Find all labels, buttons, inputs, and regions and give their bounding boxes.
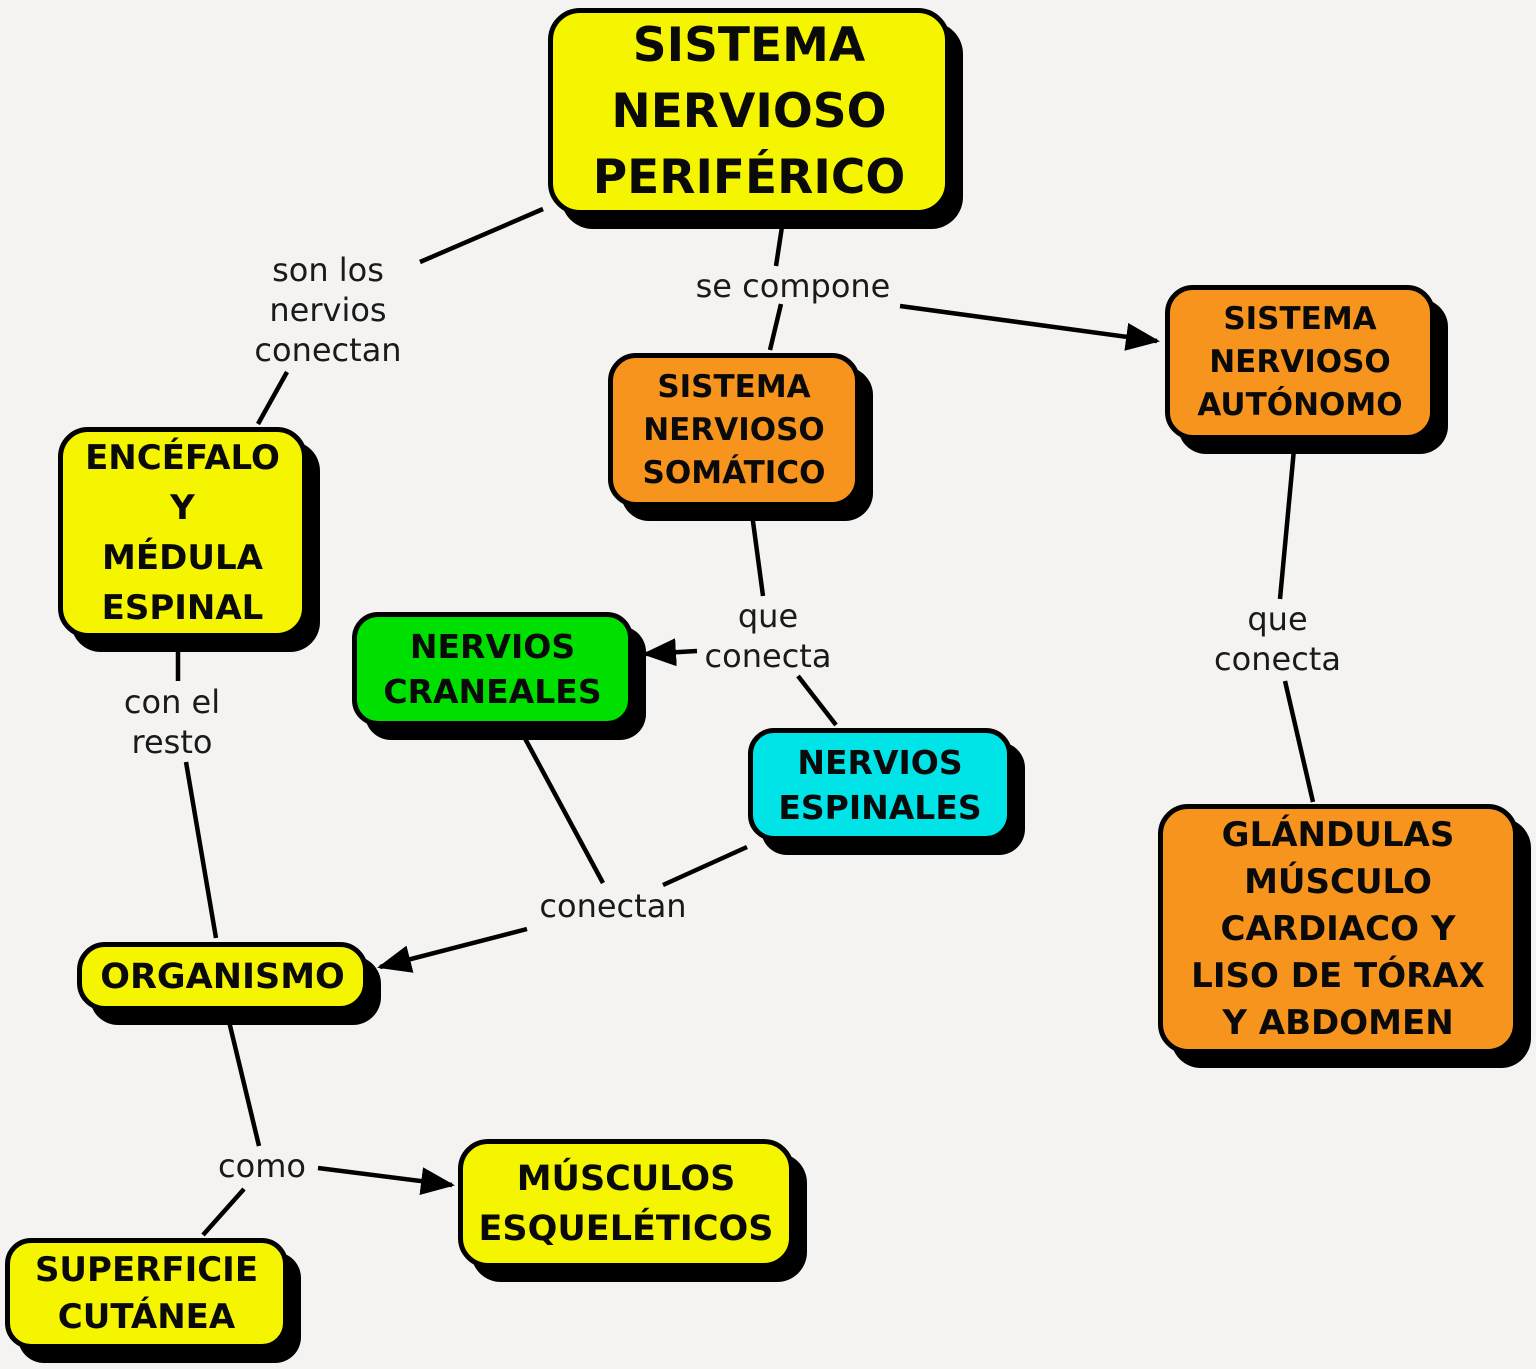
link-label-que-conecta-center: que conecta: [704, 597, 832, 675]
link-label-como: como: [218, 1147, 306, 1185]
link-label-conectan: conectan: [539, 887, 687, 925]
node-sistema-nervioso-periferico: SISTEMA NERVIOSO PERIFÉRICO: [548, 8, 950, 215]
edge-nervios-espinales-to-conectan: [662, 844, 748, 888]
edge-son-los-nervios-conectan-to-encefalo-y-medula-espinal: [256, 370, 289, 426]
node-nervios-espinales: NERVIOS ESPINALES: [748, 728, 1012, 841]
link-label-se-compone: se compone: [695, 267, 891, 305]
node-organismo: ORGANISMO: [77, 942, 368, 1011]
edge-se-compone-to-sistema-nervioso-autonomo: [899, 303, 1160, 351]
edge-que-conecta-center-to-nervios-espinales: [796, 674, 838, 727]
link-label-con-el-resto: con el resto: [123, 683, 221, 761]
edge-que-conecta-right-to-glandulas: [1282, 680, 1316, 803]
edge-sistema-nervioso-autonomo-to-que-conecta-right: [1277, 448, 1297, 600]
node-superficie-cutanea: SUPERFICIE CUTÁNEA: [5, 1238, 288, 1349]
link-label-son-los-nervios-conectan: son los nervios conectan: [254, 251, 402, 369]
edge-que-conecta-center-to-nervios-craneales: [642, 638, 698, 667]
edge-conectan-to-organismo: [377, 926, 528, 973]
edge-sistema-nervioso-somatico-to-que-conecta-center: [749, 513, 766, 597]
edge-como-to-superficie-cutanea: [201, 1187, 246, 1237]
node-glandulas-musculo-cardiaco: GLÁNDULAS MÚSCULO CARDIACO Y LISO DE TÓR…: [1158, 804, 1518, 1054]
edge-sistema-nervioso-periferico-to-se-compone: [773, 219, 786, 267]
edge-con-el-resto-to-organismo: [183, 761, 219, 939]
node-sistema-nervioso-somatico: SISTEMA NERVIOSO SOMÁTICO: [608, 353, 860, 507]
node-sistema-nervioso-autonomo: SISTEMA NERVIOSO AUTÓNOMO: [1165, 285, 1435, 440]
node-nervios-craneales: NERVIOS CRANEALES: [352, 612, 633, 726]
node-encefalo-y-medula-espinal: ENCÉFALO Y MÉDULA ESPINAL: [58, 427, 307, 638]
link-label-que-conecta-right: que conecta: [1214, 600, 1341, 678]
edge-organismo-to-como: [224, 1012, 262, 1147]
edge-sistema-nervioso-periferico-to-son-los-nervios-conectan: [419, 206, 544, 265]
edge-como-to-musculos-esqueleticos: [317, 1165, 455, 1195]
edge-se-compone-to-sistema-nervioso-somatico: [767, 303, 784, 351]
edge-nervios-craneales-to-conectan: [519, 729, 605, 885]
node-musculos-esqueleticos: MÚSCULOS ESQUELÉTICOS: [458, 1139, 794, 1268]
